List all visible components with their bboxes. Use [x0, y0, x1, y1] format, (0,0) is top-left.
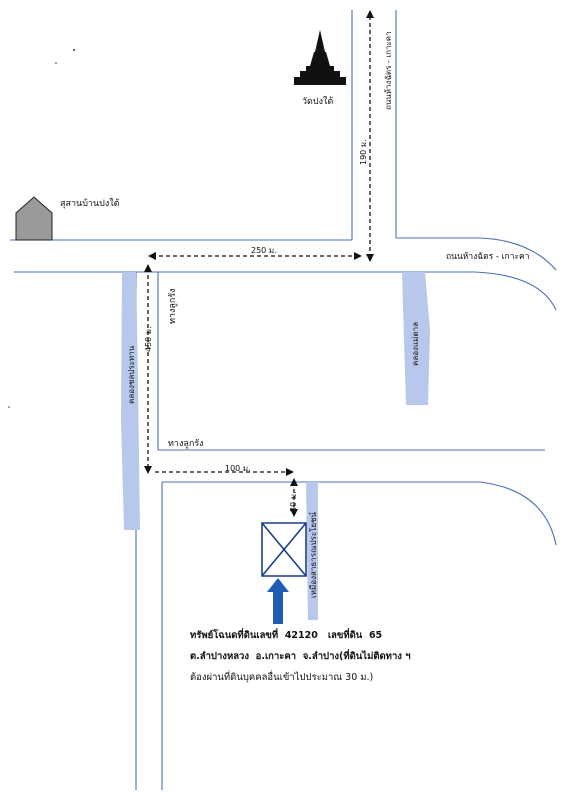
dist-100-label: 100 ม.	[225, 464, 251, 473]
road-horizontal-label: ถนนห้างฉัตร - เกาะคา	[446, 252, 530, 262]
dist-450-label: 450 ม.	[144, 326, 153, 352]
plot-marker-icon	[261, 522, 307, 577]
cemetery-icon	[15, 196, 53, 241]
deed-number: 42120	[284, 630, 318, 641]
location-arrow-icon	[267, 578, 289, 624]
district: อ.เกาะคา	[255, 651, 297, 662]
temple-label: วัดปงใต้	[302, 97, 334, 107]
dist-250-label: 250 ม.	[251, 246, 277, 255]
description-line-3: ต้องผ่านที่ดินบุคคลอื่นเข้าไปประมาณ 30 ม…	[190, 672, 374, 683]
canal-left-shape	[121, 272, 140, 530]
canal-right-shape	[402, 272, 430, 405]
dist-30-label: 30 ม.	[289, 491, 298, 512]
canal-left-label: คลองชลประทาน	[127, 345, 136, 404]
ditch-label: เหมืองสาธารณประโยชน์	[309, 511, 318, 598]
arrow-heads	[144, 10, 374, 517]
province: จ.ลำปาง(ที่ดินไม่ติดทาง ฯ	[302, 651, 411, 662]
subdistrict: ต.ลำปางหลวง	[190, 651, 249, 662]
lane-horizontal-label: ทางลูกรัง	[168, 439, 204, 449]
land-label: เลขที่ดิน	[327, 630, 363, 641]
description-line-1: ทรัพย์โฉนดที่ดินเลขที่ 42120 เลขที่ดิน 6…	[190, 628, 382, 643]
deed-prefix: ทรัพย์โฉนดที่ดินเลขที่	[190, 630, 279, 641]
lane-lower-edge	[162, 481, 557, 546]
lane-vertical-label: ทางลูกรัง	[168, 288, 178, 324]
road-upper-right-edge	[396, 237, 557, 271]
cemetery-label: สุสานบ้านปงใต้	[60, 199, 120, 209]
pagoda-icon	[294, 30, 346, 85]
canal-right-label: คลองแม่ตาล	[411, 322, 420, 366]
road-lines	[10, 10, 557, 790]
land-number: 65	[368, 630, 383, 641]
dist-190-label: 190 ม.	[359, 139, 368, 165]
road-lower-right-edge	[158, 271, 557, 311]
road-vertical-label: ถนนห้างฉัตร - เกาะคา	[384, 31, 393, 110]
distance-lines	[147, 16, 371, 512]
description-line-2: ต.ลำปางหลวง อ.เกาะคา จ.ลำปาง(ที่ดินไม่ติ…	[190, 649, 411, 664]
ditch-shape	[306, 482, 318, 620]
